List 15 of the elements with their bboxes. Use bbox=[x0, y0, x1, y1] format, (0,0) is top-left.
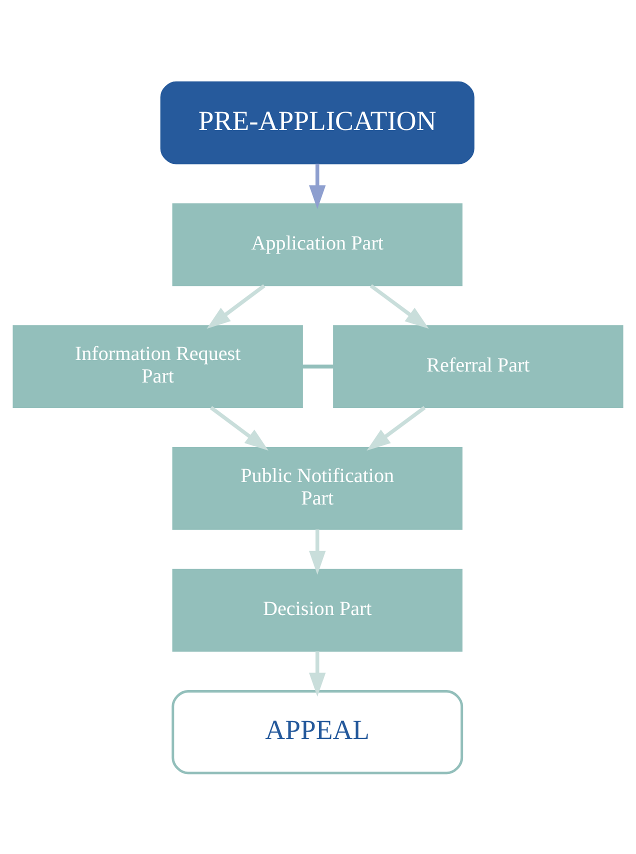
node-box: Information Request Part bbox=[12, 324, 303, 408]
node-box: Referral Part bbox=[333, 324, 624, 408]
arrow bbox=[309, 163, 326, 209]
arrow bbox=[206, 284, 266, 328]
arrow bbox=[210, 406, 268, 450]
node-box: Application Part bbox=[172, 202, 462, 286]
node-box: Decision Part bbox=[172, 568, 462, 652]
node-box: APPEAL bbox=[172, 690, 464, 774]
node-box: PRE-APPLICATION bbox=[160, 80, 474, 164]
arrow bbox=[366, 406, 426, 450]
arrow bbox=[370, 284, 429, 328]
arrow bbox=[309, 528, 326, 574]
node-box: Public Notification Part bbox=[172, 446, 462, 530]
connector bbox=[302, 364, 334, 368]
arrow bbox=[309, 650, 326, 696]
